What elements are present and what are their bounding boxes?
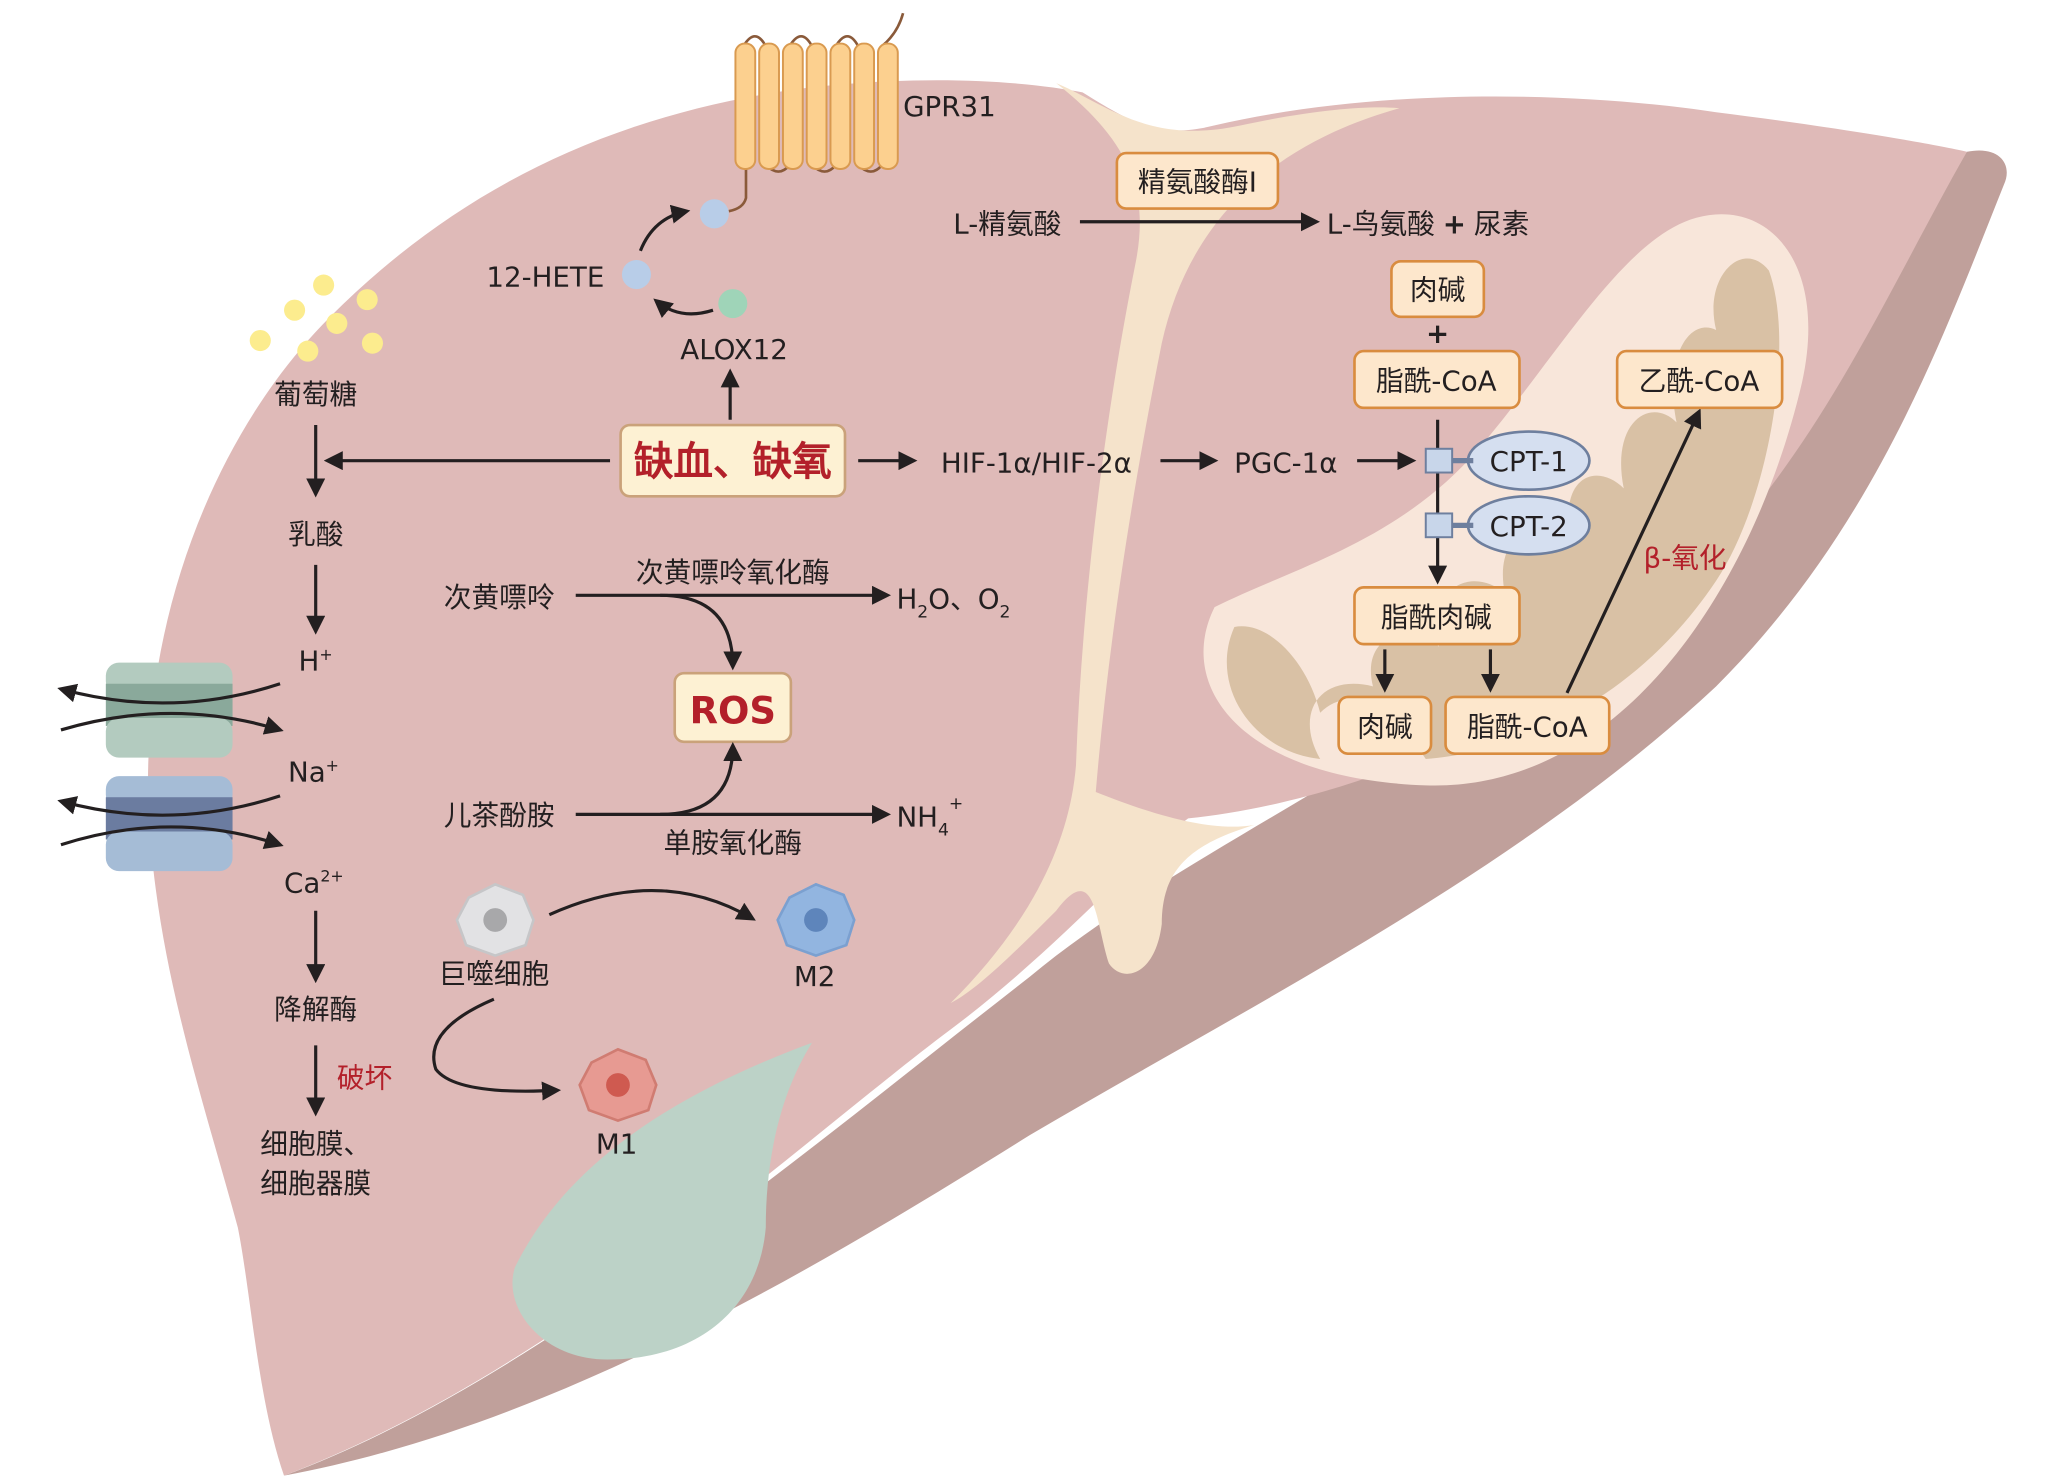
pgc-label: PGC-1α (1234, 447, 1337, 480)
acetyl-coa-box (1615, 349, 1784, 410)
m2-macrophage-icon (776, 882, 856, 958)
degrading-enzyme-label: 降解酶 (274, 993, 357, 1026)
ischemia-label: 缺血、缺氧 (634, 439, 832, 485)
cpt2-label: CPT-2 (1490, 510, 1568, 543)
cpt2-icon (1424, 494, 1591, 556)
hete-label: 12-HETE (486, 260, 604, 293)
carnitine-box (1390, 260, 1486, 319)
gpr31-label: GPR31 (903, 90, 996, 123)
acylcarnitine-box (1353, 586, 1521, 646)
m2-label: M2 (794, 960, 836, 993)
acyl-coa-box (1353, 349, 1521, 410)
ornithine-urea-label: L-鸟氨酸+尿素 (1327, 208, 1530, 241)
carnitine-label-2: 肉碱 (1357, 711, 1412, 744)
ros-label: ROS (690, 689, 776, 732)
membrane-label-2: 细胞器膜 (260, 1167, 371, 1200)
m1-label: M1 (596, 1128, 638, 1161)
acyl-coa-box-2 (1444, 695, 1611, 755)
nhe-exchanger-icon (57, 662, 284, 758)
arginase-box (1115, 151, 1280, 210)
cpt1-label: CPT-1 (1490, 445, 1568, 478)
beta-oxidation-label: β-氧化 (1644, 542, 1727, 575)
h2o-o2-label: H2O、O2 (896, 582, 1010, 622)
alox12-label: ALOX12 (680, 333, 788, 366)
hete-molecule-icon (621, 260, 651, 290)
damage-label: 破坏 (337, 1062, 392, 1095)
hif-label: HIF-1α/HIF-2α (941, 447, 1132, 480)
acetyl-coa-label: 乙酰-CoA (1639, 365, 1760, 398)
h-ion-label: H+ (299, 645, 333, 678)
gallbladder (512, 1042, 812, 1360)
arginase-label: 精氨酸酶I (1138, 165, 1257, 198)
mao-label: 单胺氧化酶 (664, 827, 803, 860)
xanthine-oxidase-label: 次黄嘌呤氧化酶 (636, 556, 830, 589)
m1-macrophage-icon (578, 1047, 658, 1123)
glucose-label: 葡萄糖 (274, 378, 357, 411)
lactate-label: 乳酸 (288, 518, 343, 551)
ischemia-box (619, 423, 847, 498)
hete-molecule-icon (699, 199, 729, 229)
acylcarnitine-label: 脂酰肉碱 (1381, 601, 1492, 634)
catecholamine-label: 儿茶酚胺 (444, 799, 555, 832)
cpt1-icon (1424, 430, 1591, 492)
ca-ion-label: Ca2+ (284, 866, 344, 899)
macrophage-icon (455, 882, 535, 958)
nh4-label: NH4+ (896, 794, 963, 840)
arachidonic-molecule-icon (718, 289, 748, 319)
ligament (950, 83, 1400, 1004)
l-arginine-label: L-精氨酸 (953, 208, 1061, 241)
acyl-coa-label-2: 脂酰-CoA (1467, 711, 1588, 744)
macrophage-label: 巨噬细胞 (438, 957, 549, 990)
carnitine-box-2 (1337, 695, 1433, 755)
plus-label: + (1426, 317, 1449, 350)
carnitine-label: 肉碱 (1410, 274, 1465, 307)
gpr31-receptor-icon (728, 12, 905, 213)
na-ion-label: Na+ (288, 755, 339, 788)
glucose-molecules-icon (249, 274, 384, 362)
ros-box (673, 671, 793, 744)
membrane-label-1: 细胞膜、 (260, 1128, 371, 1161)
hypoxanthine-label: 次黄嘌呤 (444, 581, 555, 614)
ncx-exchanger-icon (57, 776, 284, 872)
acyl-coa-label: 脂酰-CoA (1376, 365, 1497, 398)
